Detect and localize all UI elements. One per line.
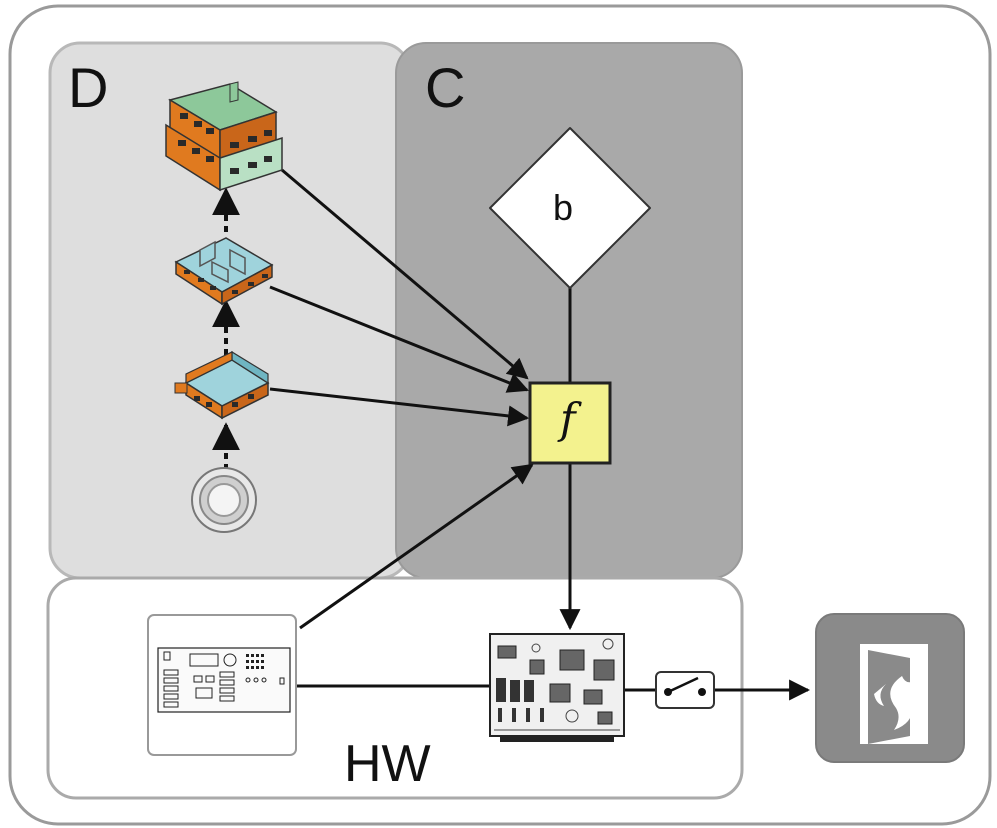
hw-connections — [296, 679, 811, 701]
zone-hw-label: HW — [344, 735, 431, 793]
control-panel-icon — [147, 614, 297, 756]
function-node-label: f — [560, 394, 576, 443]
room-icon — [174, 350, 270, 420]
switch-icon — [655, 671, 715, 709]
zone-d-label: D — [68, 56, 109, 119]
sensor-icon — [191, 467, 257, 533]
b-node-label: b — [553, 187, 574, 228]
circuit-board-icon — [489, 633, 625, 742]
emergency-exit-icon — [815, 613, 965, 763]
building-icon — [165, 81, 283, 192]
b-node — [489, 127, 651, 289]
floor-plan-icon — [174, 237, 274, 306]
function-node — [528, 381, 612, 465]
input-arrows — [269, 168, 581, 631]
zone-c-label: C — [425, 56, 466, 119]
